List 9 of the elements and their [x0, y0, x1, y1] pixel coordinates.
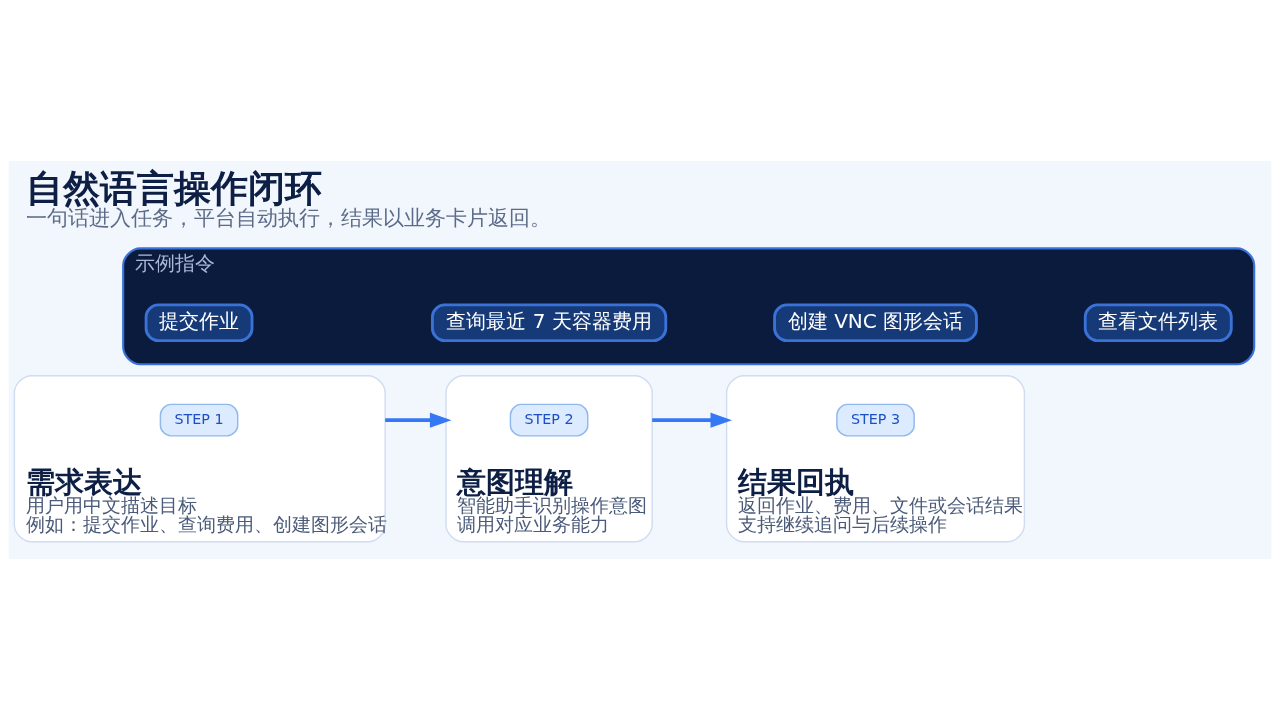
node-box: 查看文件列表 [1083, 303, 1233, 343]
node-box: 创建 VNC 图形会话 [773, 303, 978, 343]
node-box: STEP 3 [836, 403, 915, 437]
node-box: 提交作业 [144, 303, 254, 343]
node-box: 查询最近 7 天容器费用 [431, 303, 668, 343]
arrow [385, 412, 452, 428]
arrow [652, 412, 733, 428]
node-box: STEP 1 [159, 403, 239, 437]
node-box: STEP 2 [509, 403, 589, 437]
